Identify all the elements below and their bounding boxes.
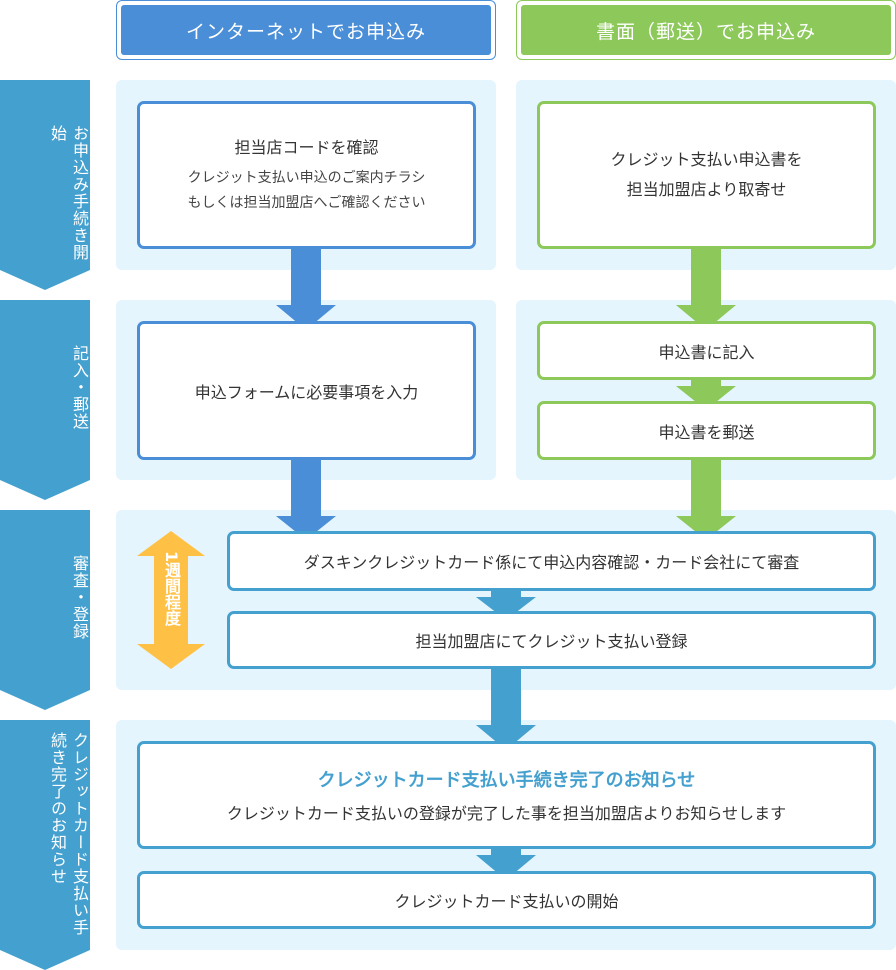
fill-form-box: 申込書に記入 [537,321,876,380]
completion-notice-box: クレジットカード支払い手続き完了のお知らせ クレジットカード支払いの登録が完了し… [137,741,876,849]
paper-arrow-3-head [676,516,736,540]
internet-arrow-2-head [276,516,336,540]
request-form-box: クレジット支払い申込書を 担当加盟店より取寄せ [537,101,876,249]
review-arrow-head [476,597,536,620]
online-form-label: 申込フォームに必要事項を入力 [194,382,419,402]
register-box: 担当加盟店にてクレジット支払い登録 [227,611,876,669]
online-form-box: 申込フォームに必要事項を入力 [137,321,476,460]
notice-arrow-shaft [491,847,521,857]
payment-start-box: クレジットカード支払いの開始 [137,871,876,929]
step-1-label: お申込み手続き開始 [0,80,90,270]
internet-arrow-1-head [276,305,336,330]
confirm-note-line-2: もしくは担当加盟店へご確認ください [187,195,426,211]
paper-arrow-1-head [676,305,736,330]
duration-double-arrow [137,531,205,669]
confirm-note-line-1: クレジット支払い申込のご案内チラシ [187,170,426,186]
duration-label: 1週間程度 [162,551,181,627]
request-form-line-1: クレジット支払い申込書を [610,150,803,169]
mail-form-box: 申込書を郵送 [537,401,876,460]
register-arrow-shaft [491,667,521,727]
request-form-line-2: 担当加盟店より取寄せ [626,180,787,199]
internet-arrow-1-shaft [291,248,321,308]
review-box: ダスキンクレジットカード係にて申込内容確認・カード会社にて審査 [227,531,876,591]
paper-arrow-2-head [676,386,736,410]
internet-arrow-2-shaft [291,459,321,519]
paper-arrow-3-shaft [691,459,721,519]
mail-form-label: 申込書を郵送 [658,422,755,442]
fill-form-label: 申込書に記入 [658,342,755,362]
step-2-label: 記入・郵送 [0,300,90,480]
step-3-label: 審査・登録 [0,510,90,690]
internet-header-label: インターネットでお申込み [121,5,491,55]
step-4-label: クレジットカード支払い手続き完了のお知らせ [0,720,90,950]
confirm-store-code-box: 担当店コードを確認 クレジット支払い申込のご案内チラシ もしくは担当加盟店へご確… [137,101,476,249]
notice-arrow-head [476,855,536,880]
paper-header-label: 書面（郵送）でお申込み [521,5,891,55]
review-label: ダスキンクレジットカード係にて申込内容確認・カード会社にて審査 [303,553,800,572]
register-arrow-head [476,725,536,750]
completion-notice-title: クレジットカード支払い手続き完了のお知らせ [317,770,696,791]
payment-start-label: クレジットカード支払いの開始 [394,892,619,911]
paper-arrow-1-shaft [691,248,721,308]
register-label: 担当加盟店にてクレジット支払い登録 [415,632,688,651]
completion-notice-text: クレジットカード支払いの登録が完了した事を担当加盟店よりお知らせします [226,804,787,823]
internet-header: インターネットでお申込み [116,0,496,60]
paper-header: 書面（郵送）でお申込み [516,0,896,60]
confirm-store-code-title: 担当店コードを確認 [234,138,379,157]
paper-arrow-2-shaft [691,378,721,388]
review-arrow-shaft [491,589,521,599]
